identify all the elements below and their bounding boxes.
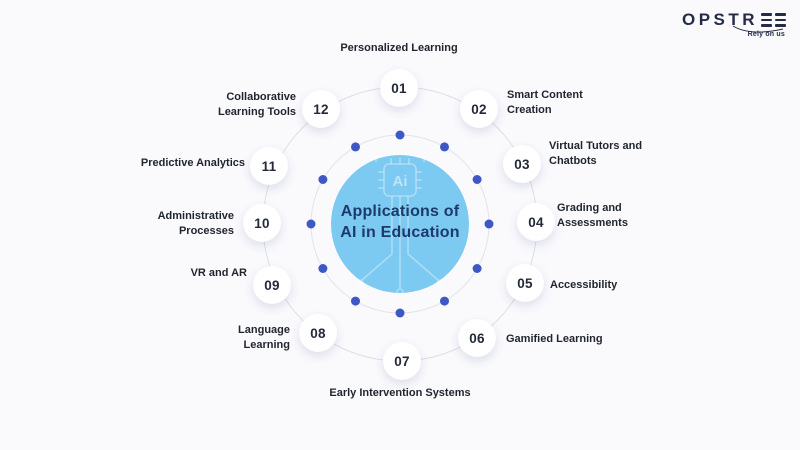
item-label-12: Collaborative Learning Tools bbox=[217, 91, 296, 118]
diagram-title: Applications of AI in Education bbox=[340, 202, 460, 241]
ring-dot bbox=[318, 264, 328, 273]
item-number-10: 10 bbox=[254, 215, 270, 231]
item-label-06: Gamified Learning bbox=[506, 333, 603, 345]
ring-dot bbox=[472, 175, 482, 184]
logo-text: OPSTR bbox=[682, 10, 759, 29]
item-number-03: 03 bbox=[514, 156, 530, 172]
item-circle-11: 11 bbox=[250, 147, 288, 185]
logo-tagline: Rely on us bbox=[747, 31, 785, 38]
item-circle-05: 05 bbox=[506, 264, 544, 302]
ai-chip-watermark-icon: Ai bbox=[356, 155, 444, 296]
logo-letter-e-icon bbox=[761, 13, 773, 27]
ring-dot bbox=[306, 219, 316, 229]
logo-wordmark: OPSTR bbox=[682, 10, 786, 30]
center-circle bbox=[331, 155, 469, 293]
item-circle-10: 10 bbox=[243, 204, 281, 242]
ring-dot bbox=[395, 130, 405, 140]
item-number-05: 05 bbox=[517, 275, 533, 291]
ring-dot bbox=[395, 308, 405, 318]
item-number-07: 07 bbox=[394, 353, 410, 369]
item-number-02: 02 bbox=[471, 101, 487, 117]
ring-dot bbox=[484, 219, 494, 229]
item-label-09: VR and AR bbox=[190, 267, 247, 279]
ring-dot bbox=[440, 142, 449, 152]
item-number-04: 04 bbox=[528, 214, 544, 230]
item-number-11: 11 bbox=[261, 158, 277, 174]
item-circle-08: 08 bbox=[299, 314, 337, 352]
item-number-06: 06 bbox=[469, 330, 485, 346]
item-label-03: Virtual Tutors and Chatbots bbox=[549, 140, 643, 167]
item-number-12: 12 bbox=[313, 101, 329, 117]
item-label-04: Grading and Assessments bbox=[557, 202, 628, 229]
item-number-09: 09 bbox=[264, 277, 280, 293]
item-circle-03: 03 bbox=[503, 145, 541, 183]
item-label-07: Early Intervention Systems bbox=[329, 387, 471, 399]
item-circle-06: 06 bbox=[458, 319, 496, 357]
logo-letter-e-icon bbox=[775, 13, 786, 27]
item-circle-07: 07 bbox=[383, 342, 421, 380]
item-label-01: Personalized Learning bbox=[340, 42, 458, 54]
ring-dot bbox=[440, 296, 449, 306]
ring-dot bbox=[351, 296, 360, 306]
item-circle-09: 09 bbox=[253, 266, 291, 304]
item-circle-02: 02 bbox=[460, 90, 498, 128]
item-circle-12: 12 bbox=[302, 90, 340, 128]
ring-dots bbox=[306, 130, 494, 318]
item-circle-04: 04 bbox=[517, 203, 555, 241]
item-label-11: Predictive Analytics bbox=[140, 157, 245, 169]
item-label-10: Administrative Processes bbox=[157, 210, 234, 237]
ring-dot bbox=[351, 142, 360, 152]
item-circle-01: 01 bbox=[380, 69, 418, 107]
item-label-05: Accessibility bbox=[550, 279, 618, 291]
ring-dot bbox=[318, 175, 328, 184]
opstree-logo: OPSTR Rely on us bbox=[682, 10, 786, 38]
logo-swoosh-icon bbox=[732, 25, 784, 33]
item-label-08: Language Learning bbox=[238, 324, 290, 351]
item-label-02: Smart Content Creation bbox=[507, 89, 583, 116]
item-number-08: 08 bbox=[310, 325, 326, 341]
ring-dot bbox=[472, 264, 482, 273]
watermark-ai-text: Ai bbox=[393, 173, 408, 190]
item-number-01: 01 bbox=[391, 80, 407, 96]
